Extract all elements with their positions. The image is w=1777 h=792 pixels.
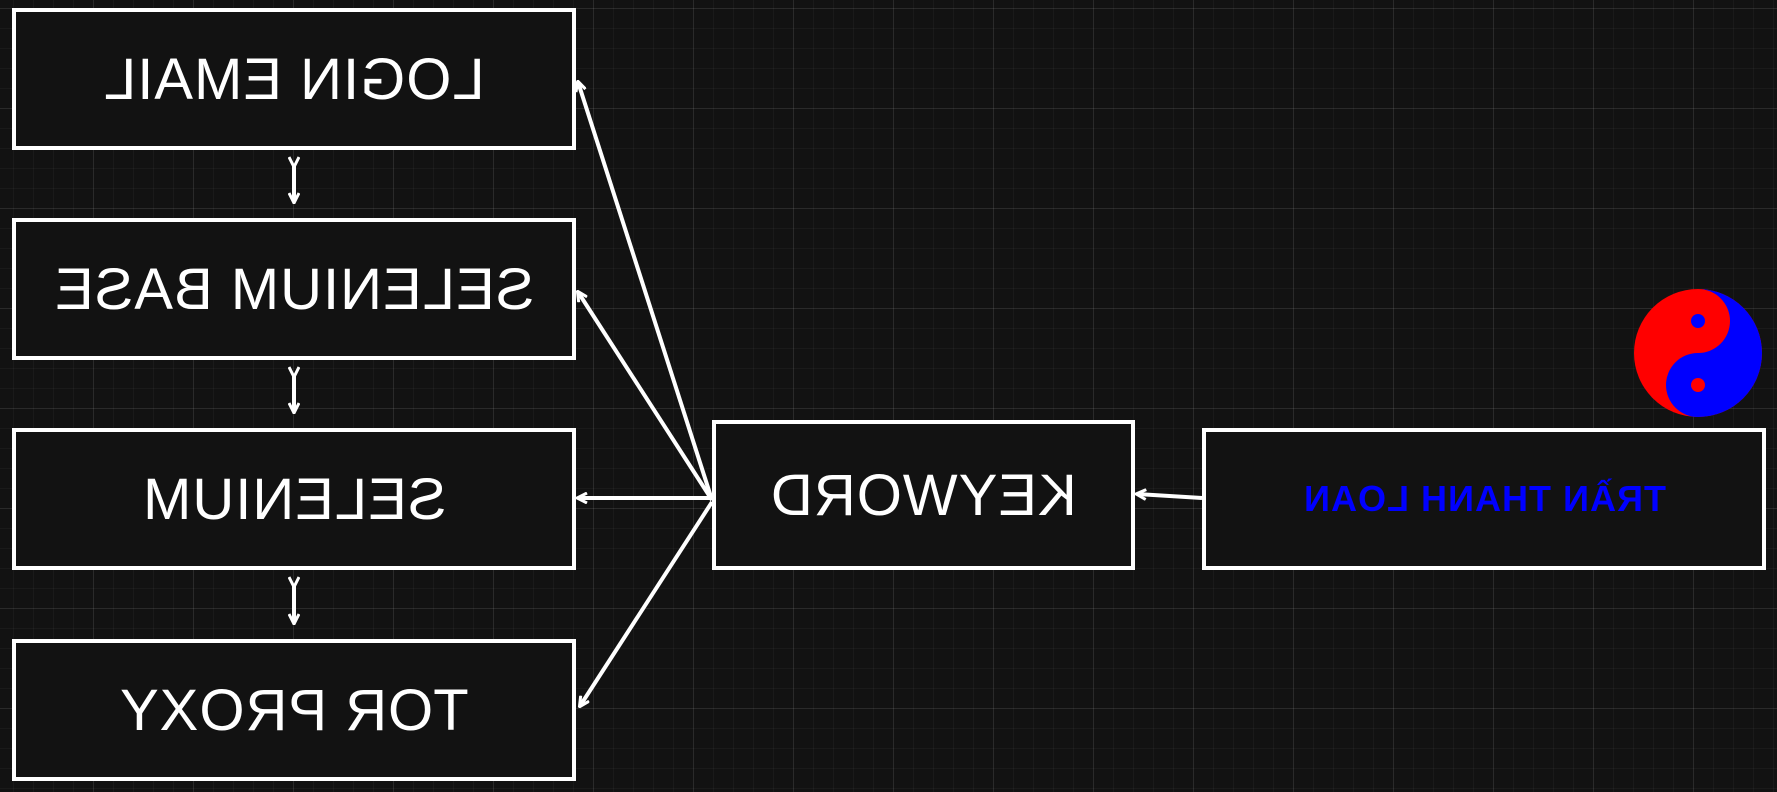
yin-yang-icon	[1634, 289, 1762, 417]
node-selenium[interactable]: SELENIUM	[12, 428, 576, 570]
edge-author-keyword	[1137, 494, 1203, 498]
node-label-selenium-base: SELENIUM BASE	[53, 256, 535, 322]
edge-keyword-selenium-base	[578, 292, 714, 502]
node-keyword[interactable]: KEYWORD	[712, 420, 1135, 570]
node-label-keyword: KEYWORD	[770, 462, 1077, 528]
node-label-login-email: LOGIN EMAIL	[103, 46, 485, 112]
node-label-tor-proxy: TOR PROXY	[119, 677, 469, 743]
node-label-selenium: SELENIUM	[141, 466, 447, 532]
node-selenium-base[interactable]: SELENIUM BASE	[12, 218, 576, 360]
node-author[interactable]: TRẦN THANH LOAN	[1202, 428, 1766, 570]
node-label-author: TRẦN THANH LOAN	[1302, 478, 1666, 519]
node-login-email[interactable]: LOGIN EMAIL	[12, 8, 576, 150]
edge-keyword-login-email	[578, 82, 714, 501]
edge-keyword-tor-proxy	[580, 500, 714, 706]
node-tor-proxy[interactable]: TOR PROXY	[12, 639, 576, 781]
